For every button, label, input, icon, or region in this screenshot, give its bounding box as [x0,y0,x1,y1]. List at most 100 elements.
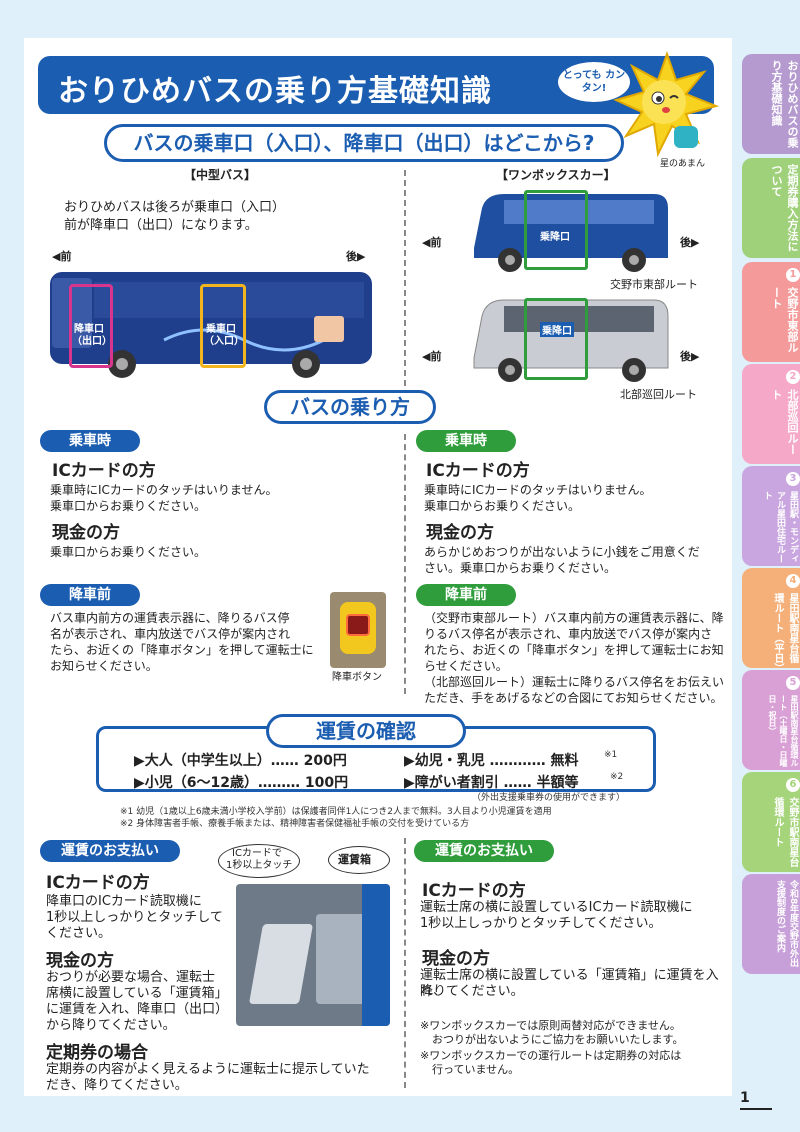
pay-ic-title-left: ICカードの方 [46,873,150,893]
medium-back-label: 後▶ [346,250,366,263]
sidebar-tab-route-5[interactable]: 5 星田駅南星台循環ルート（土曜日・日曜日・祝日） [742,670,800,770]
page-sheet: おりひめバスの乗り方基礎知識 とっても カンタン! 星のあまん バスの乗車口（入… [24,38,732,1096]
divider-bottom [404,838,406,1088]
entry-door-sublabel: （入口） [204,336,244,347]
alight-text-right-4: らせください。 [424,659,508,673]
sidebar-tab-label: 北部巡回ルート [770,389,799,455]
fare-note-2: ※2 身体障害者手帳、療養手帳または、精神障害者保健福祉手帳の交付を受けている方 [120,819,470,829]
pay-cash-text-left-4: から降りてください。 [46,1018,176,1033]
door-location-heading: バスの乗車口（入口）、降車口（出口）はどこから? [104,124,624,162]
onebox-label: 【ワンボックスカー】 [496,168,616,182]
exit-door-label: 降車口 [74,324,104,335]
sidebar-tab-label: 令和8年度交野市外出支援制度のご案内 [775,880,798,968]
route-label-east: 交野市東部ルート [610,278,698,291]
pay-cash-text-left-3: に運賃を入れ、降車口（出口） [46,1002,229,1017]
fare-child: ▶小児（6～12歳）……… 100円 [134,775,349,791]
alight-text-left-1: バス車内前方の運賃表示器に、降りるバス停 [50,611,290,625]
onebox2-door-highlight [524,298,588,380]
divider-top [404,170,406,386]
ic-title-left: ICカードの方 [52,461,156,481]
pay-note-right-2b: 行っていません。 [432,1063,520,1076]
sidebar-tab-pass[interactable]: 定期券購入方法について [742,158,800,258]
onebox2-back-label: 後▶ [680,350,700,363]
onebox1-door-label: 乗降口 [540,232,570,243]
how-to-ride-heading: バスの乗り方 [264,390,436,424]
sidebar-tab-number: 6 [786,778,800,792]
pay-pass-text-left-1: 定期券の内容がよく見えるように運転士に提示していた [46,1062,370,1077]
medium-front-label: ◀前 [52,250,72,263]
exit-door-highlight [69,284,113,368]
medium-bus-desc-1: おりひめバスは後ろが乗車口（入口） [64,200,286,215]
sidebar-tab-number: 1 [786,268,800,282]
page-title: おりひめバスの乗り方基礎知識 [58,74,492,109]
alight-text-left-2: 名が表示され、車内放送でバス停が案内され [50,627,291,641]
ic-callout-line-2: 1秒以上タッチ [226,860,293,871]
pay-ic-text-right-1: 運転士席の横に設置しているICカード読取機に [420,900,693,915]
alight-text-right-3: れたら、お近くの「降車ボタン」を押して運転士にお知 [424,643,724,657]
alight-text-right-6: ただき、手をあげるなどの合図にてお知らせください。 [424,691,723,705]
sidebar-tab-label: 交野市駅南星台循環ルート [772,797,798,867]
ic-text-left-1: 乗車時にICカードのタッチはいりません。 [50,483,278,497]
divider-middle [404,434,406,694]
fare-disabled: ▶障がい者割引 …… 半額等 [404,775,579,791]
entry-door-highlight [200,284,246,368]
pay-pass-text-left-2: だき、降りてください。 [46,1078,188,1093]
ic-text-right-1: 乗車時にICカードのタッチはいりません。 [424,483,652,497]
medium-bus-label: 【中型バス】 [184,168,257,182]
ic-text-right-2: 乗車口からお乗りください。 [424,499,581,513]
onebox1-door-highlight [524,190,588,270]
medium-bus-illustration [50,272,372,378]
route-label-north: 北部巡回ルート [620,388,697,401]
pay-cash-text-right-1: 運転士席の横に設置している「運賃箱」に運賃を入れ、 [420,968,719,999]
sidebar-tab-number: 5 [786,676,800,690]
page-number-underline [740,1108,772,1110]
ic-title-right: ICカードの方 [426,461,530,481]
onebox-blue-illustration [474,194,668,272]
pay-note-right-1a: ※ワンボックスカーでは原則両替対応ができません。 [420,1019,681,1032]
alight-tag-right: 降車前 [416,584,516,606]
fare-note-1: ※1 幼児（1歳以上6歳未満小学校入学前）は保護者同伴1人につき2人まで無料。3… [120,807,552,817]
onebox1-front-label: ◀前 [422,236,442,249]
sidebar-tab-route-6[interactable]: 6 交野市駅南星台循環ルート [742,772,800,872]
sidebar-tab-label: 星田駅南星台循環ルート（土曜日・日曜日・祝日） [768,695,799,767]
pay-cash-text-left-1: おつりが必要な場合、運転士 [46,970,216,985]
sidebar-tab-route-4[interactable]: 4 星田駅南星台循環ルート（平日） [742,568,800,673]
alight-tag-left: 降車前 [40,584,140,606]
mascot-name: 星のあまん [660,159,706,169]
sidebar-tab-label: 定期券購入方法について [770,164,799,252]
pay-ic-text-left-2: 1秒以上しっかりとタッチして [46,910,223,925]
pay-ic-text-left-3: ください。 [46,926,112,941]
medium-bus-desc-2: 前が降車口（出口）になります。 [64,218,258,233]
entry-door-label: 乗車口 [206,324,236,335]
cash-title-left: 現金の方 [52,523,120,543]
alight-text-right-2: りるバス停名が表示され、車内放送でバス停が案内さ [424,627,713,641]
fare-box-photo [236,884,390,1026]
sidebar-tab-0[interactable]: おりひめバスの乗り方基礎知識 [742,54,800,154]
pay-ic-title-right: ICカードの方 [422,881,526,901]
sidebar-tab-label: 星田駅南星台循環ルート（平日） [772,593,798,673]
fare-heading: 運賃の確認 [266,714,466,748]
sidebar-tab-number: 4 [786,574,800,588]
sidebar-tab-label: おりひめバスの乗り方基礎知識 [770,60,799,148]
boarding-tag-right: 乗車時 [416,430,516,452]
stop-button-caption: 降車ボタン [332,672,382,683]
pay-note-right-2a: ※ワンボックスカーでの運行ルートは定期券の対応は [420,1049,682,1062]
stop-button-photo [330,592,386,668]
pay-cash-title-right: 現金の方 [422,949,490,969]
sidebar-tab-label: 交野市東部ルート [770,287,799,353]
sidebar-tab-support[interactable]: 令和8年度交野市外出支援制度のご案内 [742,874,800,974]
farebox-callout-bubble [328,846,390,874]
payment-tag-right: 運賃のお支払い [414,840,554,862]
cash-text-right-2: さい。乗車口からお乗りください。 [424,561,617,575]
sidebar-tab-route-1[interactable]: 1 交野市東部ルート [742,262,800,362]
ic-callout-bubble [218,844,300,878]
fare-disabled-mark: ※2 [610,772,624,782]
fare-ticket-note: （外出支援乗車券の使用ができます） [472,793,626,803]
sidebar-tab-label: 星田駅・モンディアル星田住宅ルート [762,491,798,563]
pay-ic-text-right-2: 1秒以上しっかりとタッチしてください。 [420,916,662,931]
ic-text-left-2: 乗車口からお乗りください。 [50,499,207,513]
cash-text-right-1: あらかじめおつりが出ないように小銭をご用意くだ [424,545,700,559]
